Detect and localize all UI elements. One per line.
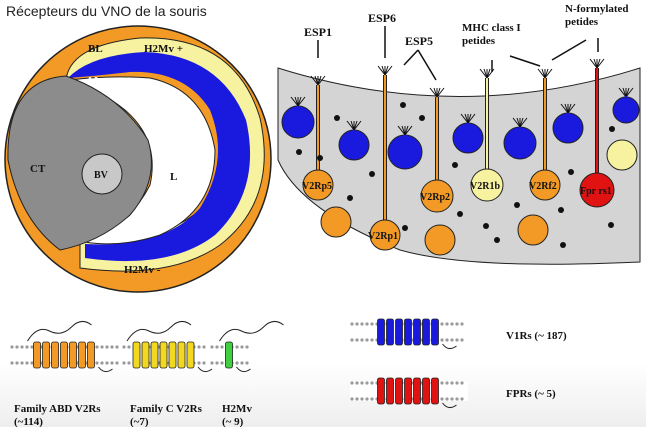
receptor-v2rp1: V2Rp1: [368, 231, 398, 242]
membrane-abd: [10, 321, 120, 373]
family-fpr-label: FPRs (~ 5): [506, 388, 556, 400]
family-h2mv-label: H2Mv(~ 9): [222, 403, 252, 427]
grey-tissue: [7, 75, 152, 251]
receptor-v2rf2: V2Rf2: [529, 181, 557, 192]
membrane-c: [122, 321, 213, 373]
title: Récepteurs du VNO de la souris: [6, 3, 207, 19]
receptor-fpr-rs1: Fpr rs1: [580, 186, 612, 197]
label-h2mv-minus: H2Mv -: [124, 264, 161, 276]
label-bv: BV: [94, 170, 109, 181]
ligand-esp6: ESP6: [368, 11, 396, 25]
label-bl: BL: [88, 43, 103, 55]
neuron-v2rf2: V2Rf2: [529, 78, 561, 201]
neuron-fpr-rs1: Fpr rs1: [579, 68, 615, 208]
ligand-esp1: ESP1: [304, 25, 332, 39]
neuron-v2rp5: V2Rp5: [302, 85, 334, 201]
families-panel: Family ABD V2Rs(~114) Family C V2Rs(~7) …: [10, 318, 567, 427]
blood-vessel: [81, 153, 123, 195]
membrane-v1r: [350, 318, 468, 350]
neuron-v2r1b: V2R1b: [470, 78, 504, 202]
ligand-esp5: ESP5: [405, 34, 433, 48]
membrane-h2mv: [210, 321, 284, 373]
receptor-v2rp5: V2Rp5: [302, 181, 332, 192]
black-dots: [296, 102, 615, 248]
orange-cells: [320, 139, 638, 256]
neuron-v2rp1: V2Rp1: [368, 75, 401, 251]
receptor-v2r1b: V2R1b: [470, 181, 500, 192]
cilia: [290, 58, 634, 138]
receptor-v2rp2: V2Rp2: [420, 192, 450, 203]
blue-layer: [68, 52, 251, 262]
family-abd-label: Family ABD V2Rs(~114): [14, 403, 101, 427]
vno-cross-section: BL H2Mv + AL CT BV L H2Mv -: [4, 25, 272, 293]
label-l: L: [170, 171, 177, 183]
label-al: AL: [86, 75, 101, 87]
membrane-fpr: [350, 377, 468, 409]
label-h2mv-plus: H2Mv +: [144, 43, 183, 55]
vno-epithelium: V2Rp5 V2Rp1 V2Rp2 V2R1b V2Rf2: [277, 3, 641, 265]
neuron-v2rp2: V2Rp2: [420, 97, 454, 213]
ligand-arrows: [317, 26, 599, 81]
label-ct: CT: [30, 163, 46, 175]
lumen: [69, 76, 216, 245]
family-v1r-label: V1Rs (~ 187): [506, 330, 567, 342]
family-c-label: Family C V2Rs(~7): [130, 403, 203, 427]
